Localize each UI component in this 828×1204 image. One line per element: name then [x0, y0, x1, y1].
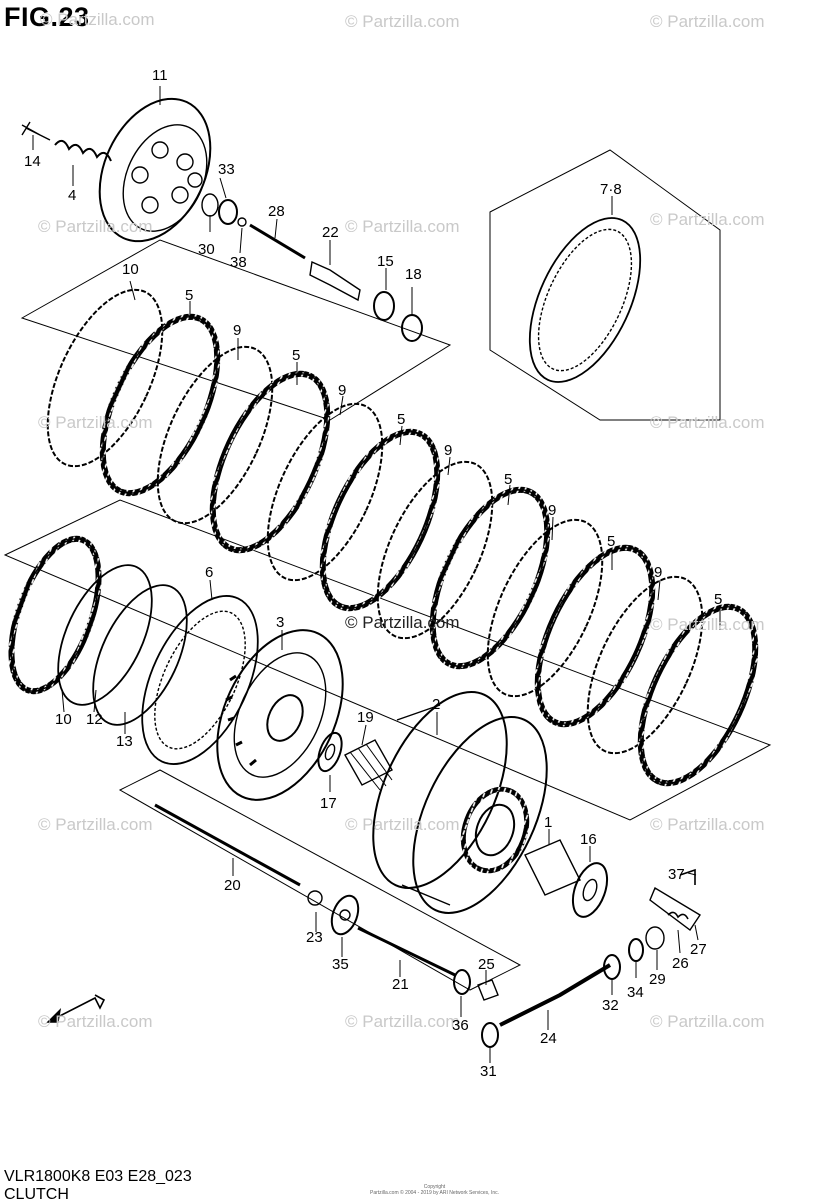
callout-28: 28 [268, 203, 285, 220]
callout-36: 36 [452, 1017, 469, 1034]
callout-12: 12 [86, 711, 103, 728]
callout-4: 4 [68, 187, 77, 204]
lower-plates [8, 535, 259, 765]
callout-19: 19 [357, 709, 374, 726]
clutch-plate-7-8 [528, 217, 642, 383]
watermark: © Partzilla.com [38, 217, 153, 236]
watermark: © Partzilla.com [650, 413, 765, 432]
callout-33: 33 [218, 161, 235, 178]
callout-5: 5 [714, 591, 723, 608]
pressure-plate [98, 97, 212, 243]
callout-34: 34 [627, 984, 644, 1001]
callout-31: 31 [480, 1063, 497, 1080]
copyright-line: Partzilla.com © 2004 - 2019 by ARI Netwo… [370, 1190, 500, 1196]
copyright-notice: Copyright Partzilla.com © 2004 - 2019 by… [370, 1184, 499, 1196]
callout-1: 1 [544, 814, 553, 831]
callout-9: 9 [233, 322, 242, 339]
watermark: © Partzilla.com [38, 413, 153, 432]
watermark: © Partzilla.com [345, 12, 460, 31]
push-rods [154, 803, 499, 1001]
washer-and-bearing [317, 731, 393, 791]
callout-9: 9 [444, 442, 453, 459]
watermark-center: © Partzilla.com [345, 613, 460, 632]
callout-15: 15 [377, 253, 394, 270]
bolt-and-spring [21, 121, 112, 162]
copyright-line: Copyright [423, 1184, 446, 1190]
callout-20: 20 [224, 877, 241, 894]
callout-17: 17 [320, 795, 337, 812]
callout-27: 27 [690, 941, 707, 958]
watermark: © Partzilla.com [345, 217, 460, 236]
callout-10-top: 10 [122, 261, 139, 278]
callout-7-8: 7·8 [600, 181, 622, 198]
callout-5: 5 [504, 471, 513, 488]
callout-2: 2 [432, 696, 441, 713]
watermark: © Partzilla.com [650, 1012, 765, 1031]
group-frame-top [20, 239, 452, 421]
sleeve-and-washer [524, 839, 609, 918]
callout-30: 30 [198, 241, 215, 258]
callout-18: 18 [405, 266, 422, 283]
clutch-housing [372, 691, 548, 914]
callout-5: 5 [185, 287, 194, 304]
figure-title: FIG.23 [4, 2, 90, 32]
callout-26: 26 [672, 955, 689, 972]
model-code: VLR1800K8 E03 E28_023 [4, 1168, 192, 1185]
group-frame-main [3, 499, 772, 821]
callout-32: 32 [602, 997, 619, 1014]
callout-13: 13 [116, 733, 133, 750]
callout-25: 25 [478, 956, 495, 973]
watermark: © Partzilla.com [345, 815, 460, 834]
callout-5: 5 [292, 347, 301, 364]
callout-11: 11 [152, 67, 168, 84]
section-name: CLUTCH [4, 1186, 69, 1203]
clutch-disc-stack [46, 288, 759, 787]
leader-lines [32, 86, 721, 1063]
callout-10-bottom: 10 [55, 711, 72, 728]
watermark: © Partzilla.com [650, 615, 765, 634]
callout-3: 3 [276, 614, 285, 631]
watermark: © Partzilla.com [38, 1012, 153, 1031]
callout-21: 21 [392, 976, 409, 993]
watermark: © Partzilla.com [650, 815, 765, 834]
callout-6: 6 [205, 564, 214, 581]
callout-5: 5 [607, 533, 616, 550]
watermark: © Partzilla.com [38, 815, 153, 834]
callout-37: 37 [668, 866, 685, 883]
callout-35: 35 [332, 956, 349, 973]
callout-29: 29 [649, 971, 666, 988]
callout-24: 24 [540, 1030, 557, 1047]
callout-22: 22 [322, 224, 339, 241]
callout-9: 9 [654, 564, 663, 581]
callout-9: 9 [548, 502, 557, 519]
watermark: © Partzilla.com [650, 210, 765, 229]
callout-23: 23 [306, 929, 323, 946]
callout-14: 14 [24, 153, 41, 170]
clutch-hub [216, 629, 344, 801]
fwd-arrow-icon [46, 994, 106, 1023]
watermark: © Partzilla.com [345, 1012, 460, 1031]
callout-9: 9 [338, 382, 347, 399]
group-frame-plate-7-8 [489, 149, 721, 421]
callout-16: 16 [580, 831, 597, 848]
callout-38: 38 [230, 254, 247, 271]
watermark: © Partzilla.com [40, 10, 155, 29]
callout-5: 5 [397, 411, 406, 428]
watermark: © Partzilla.com [650, 12, 765, 31]
